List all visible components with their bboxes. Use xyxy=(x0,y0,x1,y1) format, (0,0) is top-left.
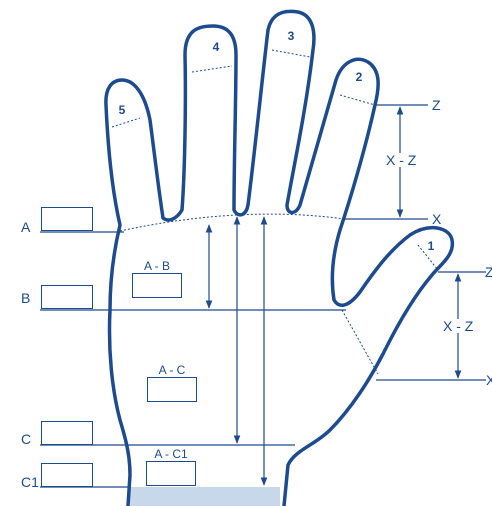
label-xz-fingers: X - Z xyxy=(386,152,417,168)
wrist-band xyxy=(130,487,280,506)
finger1-base-line xyxy=(417,244,439,271)
measurement-box-a-b[interactable] xyxy=(132,273,182,298)
measurement-box-a-c[interactable] xyxy=(147,377,197,402)
label-a-c1: A - C1 xyxy=(154,447,188,461)
measurement-box-b[interactable] xyxy=(41,285,93,309)
measurement-box-a[interactable] xyxy=(41,207,93,231)
label-c: C xyxy=(21,431,32,447)
label-z-top: Z xyxy=(432,97,441,113)
measurement-box-c[interactable] xyxy=(41,421,93,445)
label-x-thumb: X xyxy=(486,372,492,388)
finger-number-2: 2 xyxy=(355,70,363,84)
finger-number-1: 1 xyxy=(427,239,435,253)
measurement-box-c1[interactable] xyxy=(41,463,93,487)
finger5-base-line xyxy=(111,117,141,128)
hand-outline xyxy=(104,9,455,506)
palm-width-dotted-line xyxy=(119,213,346,232)
finger-number-4: 4 xyxy=(212,40,220,54)
palm-thumb-dotted-line xyxy=(341,309,379,375)
label-a: A xyxy=(21,219,31,235)
label-c1: C1 xyxy=(21,474,39,490)
finger2-base-line xyxy=(339,94,376,106)
label-z-thumb: Z xyxy=(485,264,492,280)
label-b: B xyxy=(21,290,31,306)
finger-number-5: 5 xyxy=(118,103,126,117)
label-a-b: A - B xyxy=(143,259,170,273)
finger3-base-line xyxy=(271,49,311,58)
finger-number-3: 3 xyxy=(287,29,295,43)
finger4-base-line xyxy=(191,65,233,73)
label-x-top: X xyxy=(432,211,442,227)
label-a-c: A - C xyxy=(158,363,186,377)
measurement-box-a-c1[interactable] xyxy=(146,461,196,486)
label-xz-thumb: X - Z xyxy=(443,318,474,334)
